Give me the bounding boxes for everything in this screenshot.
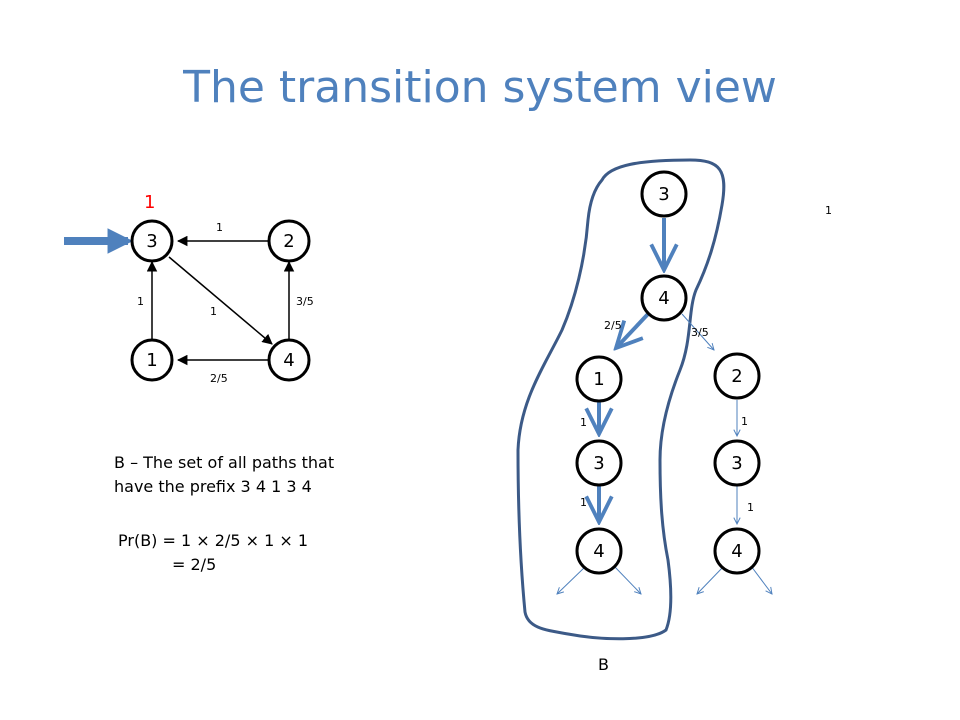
state-node-1: 1: [130, 338, 174, 382]
tree-label-3-4-right: 1: [747, 501, 754, 514]
tree-node-4-left: 4: [575, 527, 623, 575]
tree-edge-4-1: [616, 312, 650, 348]
svg-text:3: 3: [731, 453, 742, 474]
tree-label-4-1: 2/5: [604, 319, 622, 332]
tree-node-4: 4: [640, 274, 688, 322]
svg-text:4: 4: [283, 350, 294, 371]
edge-3-to-4: [168, 256, 273, 345]
state-node-2: 2: [267, 219, 311, 263]
tree-label-3-4: 1: [825, 204, 832, 217]
tree-node-3-root: 3: [640, 170, 688, 218]
tree-edge-4-2: [681, 313, 714, 350]
probability-expr1: = 1 × 2/5 × 1 × 1: [162, 531, 309, 550]
tree-node-4-right: 4: [713, 527, 761, 575]
set-description-line2: have the prefix 3 4 1 3 4: [114, 477, 312, 496]
probability-expr2: = 2/5: [172, 555, 217, 574]
tree-node-1: 1: [575, 355, 623, 403]
set-b-label: B: [598, 655, 609, 674]
page-title: The transition system view: [183, 62, 777, 113]
tree-branch-4-right-a: [697, 565, 725, 594]
tree-node-3-right: 3: [713, 439, 761, 487]
probability-label: Pr(B): [118, 531, 158, 550]
state-node-4: 4: [267, 338, 311, 382]
svg-text:2: 2: [283, 231, 294, 252]
svg-text:4: 4: [731, 541, 742, 562]
tree-node-3-left: 3: [575, 439, 623, 487]
svg-text:1: 1: [593, 369, 604, 390]
svg-text:2: 2: [731, 366, 742, 387]
tree-label-3-4-left: 1: [580, 496, 587, 509]
set-description-line1: B – The set of all paths that: [114, 453, 335, 472]
tree-branch-4-left-a: [557, 565, 587, 594]
edge-label-2-3: 1: [216, 221, 223, 234]
svg-text:4: 4: [658, 288, 669, 309]
tree-label-1-3: 1: [580, 416, 587, 429]
edge-label-3-4: 1: [210, 305, 217, 318]
svg-text:1: 1: [146, 350, 157, 371]
state-node-3: 3: [130, 219, 174, 263]
initial-probability: 1: [144, 192, 155, 213]
svg-text:4: 4: [593, 541, 604, 562]
svg-text:3: 3: [593, 453, 604, 474]
svg-text:3: 3: [658, 184, 669, 205]
tree-node-2: 2: [713, 352, 761, 400]
probability-block: Pr(B) = 1 × 2/5 × 1 × 1 = 2/5: [118, 529, 308, 577]
probability-line1: Pr(B) = 1 × 2/5 × 1 × 1: [118, 529, 308, 553]
tree-label-4-2: 3/5: [691, 326, 709, 339]
tree-label-2-3: 1: [741, 415, 748, 428]
tree-branch-4-right-b: [750, 565, 772, 594]
edge-label-4-1: 2/5: [210, 372, 228, 385]
edge-label-1-3: 1: [137, 295, 144, 308]
set-description: B – The set of all paths that have the p…: [114, 451, 334, 499]
svg-text:3: 3: [146, 231, 157, 252]
edge-label-4-2: 3/5: [296, 295, 314, 308]
set-b-outline: [516, 158, 726, 641]
probability-line2: = 2/5: [118, 553, 308, 577]
tree-branch-4-left-b: [613, 565, 641, 594]
